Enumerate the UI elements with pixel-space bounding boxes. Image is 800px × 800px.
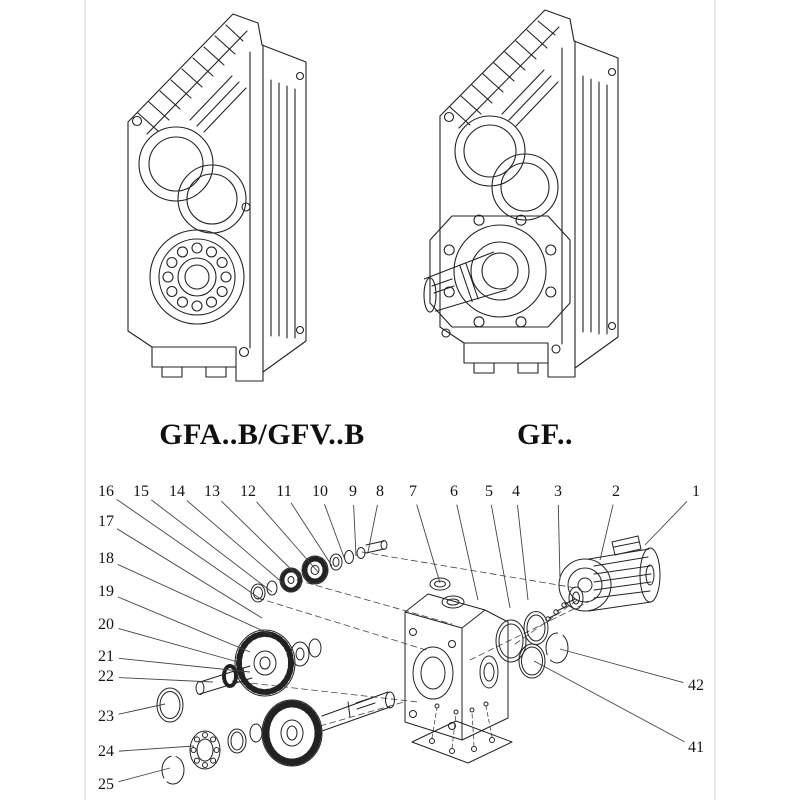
leader-line-9 [353,504,357,557]
leader-line-17 [116,528,263,619]
leader-line-7 [416,504,441,584]
callout-2: 2 [612,483,620,500]
model-label-gfab: GFA..B/GFV..B [159,418,365,451]
leader-line-6 [456,504,479,601]
output-bearing-set [161,723,263,785]
construction-lines [231,551,589,727]
retaining-rings [518,632,569,679]
exploded-view [156,535,661,785]
page-edge-right [714,0,716,800]
callout-18: 18 [98,550,114,567]
callout-22: 22 [98,668,114,685]
page-edge-left [84,0,86,800]
callout-16: 16 [98,483,114,500]
callout-15: 15 [133,483,149,500]
leader-line-22 [118,677,214,683]
callout-14: 14 [169,483,185,500]
callout-25: 25 [98,776,114,793]
leader-line-16 [116,499,263,601]
leader-line-41 [533,660,685,743]
callout-41: 41 [688,739,704,756]
callout-7: 7 [409,483,417,500]
leader-line-15 [151,499,273,593]
leader-line-13 [220,500,301,579]
callout-23: 23 [98,708,114,725]
leader-line-10 [324,504,346,561]
leader-line-20 [118,628,239,663]
motor [558,535,661,612]
callout-19: 19 [98,583,114,600]
input-pinion-shaft [195,664,253,695]
callout-21: 21 [98,648,114,665]
leader-line-11 [290,502,333,567]
callout-12: 12 [240,483,256,500]
gearbox-drawing-gf [423,9,619,378]
leader-line-19 [117,596,251,653]
leader-line-8 [367,504,378,553]
callout-11: 11 [276,483,292,500]
leader-line-1 [644,501,688,546]
leader-line-3 [557,504,561,581]
output-gear [261,699,323,767]
callout-20: 20 [98,616,114,633]
motor-adapter-parts [495,586,584,663]
callout-13: 13 [204,483,220,500]
leader-line-25 [118,767,171,783]
callout-4: 4 [512,483,520,500]
gasket-plate [411,701,513,764]
gearbox-drawing-gfab [127,13,307,382]
callout-17: 17 [98,513,114,530]
leader-line-5 [490,504,511,609]
callout-3: 3 [554,483,562,500]
leader-line-14 [186,500,286,586]
callout-8: 8 [376,483,384,500]
leader-line-2 [599,504,614,561]
callout-5: 5 [485,483,493,500]
callout-10: 10 [312,483,328,500]
leader-line-18 [117,564,273,636]
leader-line-4 [516,504,529,601]
leader-line-23 [118,703,166,715]
callout-1: 1 [692,483,700,500]
model-label-gf: GF.. [517,418,573,451]
leader-line-21 [118,657,251,673]
leader-line-42 [559,648,684,684]
leader-line-12 [256,501,319,573]
callout-42: 42 [688,677,704,694]
callout-9: 9 [349,483,357,500]
intermediate-gear-cluster [234,629,322,697]
callout-6: 6 [450,483,458,500]
input-shaft-parts [250,540,388,603]
leader-lines [116,499,688,783]
housing [404,577,509,741]
output-shaft [321,691,395,732]
callout-24: 24 [98,743,114,760]
leader-line-24 [118,745,195,752]
